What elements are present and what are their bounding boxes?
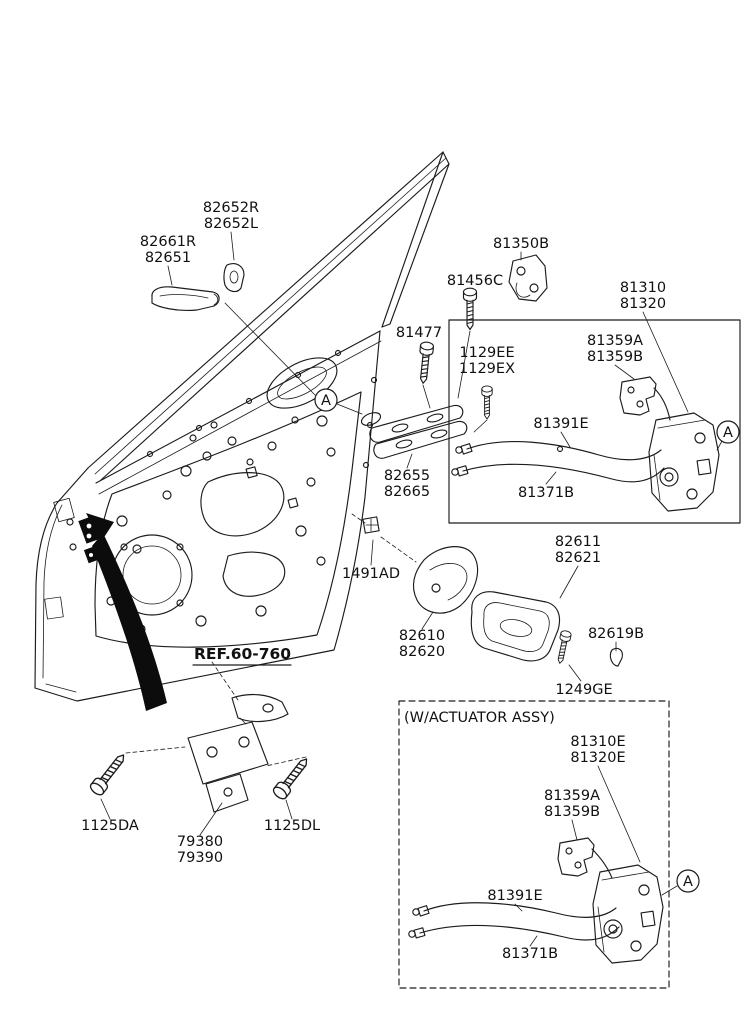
- striker: [508, 254, 548, 302]
- part-label-striker: 81350B: [493, 236, 549, 252]
- door-outline: [34, 151, 450, 702]
- part-labels: 82652R 82652L 82661R 82651 81350B 81456C…: [81, 200, 666, 962]
- part-label-actuator-latch-l: 81320E: [570, 750, 625, 766]
- ref-arrow: [86, 513, 167, 711]
- part-label-bezel-l: 82621: [555, 550, 601, 566]
- part-label-handle-r: 82661R: [140, 234, 196, 250]
- outside-handle: [151, 286, 220, 312]
- part-label-checker-r: 79380: [177, 834, 223, 850]
- detail-marker-a-door: A: [321, 393, 331, 409]
- part-label-inside-handle-r: 82610: [399, 628, 445, 644]
- leader-lines: [100, 231, 723, 947]
- part-label-hinge-bolt-a: 1125DA: [81, 818, 139, 834]
- part-label-striker-bolt: 81456C: [447, 273, 503, 289]
- hinge-bolt-left-icon: [87, 749, 131, 798]
- part-label-latch-bracket-a: 81359A: [587, 333, 643, 349]
- door-checker: [187, 693, 289, 813]
- part-label-handle-base-l: 82665: [384, 484, 430, 500]
- actuator-box-title: (W/ACTUATOR ASSY): [404, 710, 555, 726]
- inside-handle: [412, 546, 479, 614]
- part-label-latch-r: 81310: [620, 280, 666, 296]
- actuator-latch-assembly: [592, 864, 664, 964]
- part-label-grommet: 82619B: [588, 626, 644, 642]
- part-label-handle-cover-r: 82652R: [203, 200, 259, 216]
- ref-label: REF.60-760: [194, 645, 291, 663]
- part-label-base-bolt-ex: 1129EX: [459, 361, 515, 377]
- part-label-screw: 1249GE: [555, 682, 612, 698]
- part-label-latch-cable: 81371B: [518, 485, 574, 501]
- detail-marker-a-actuator: A: [683, 874, 693, 890]
- grommet: [609, 647, 623, 667]
- door-latch-mount-screws: [66, 518, 77, 551]
- part-label-handle-cover-l: 82652L: [204, 216, 258, 232]
- striker-bolt-icon: [462, 287, 478, 331]
- part-label-actuator-lock-cable: 81391E: [487, 888, 542, 904]
- detail-marker-circle: [314, 388, 338, 412]
- part-label-actuator-latch-cable: 81371B: [502, 946, 558, 962]
- actuator-box: [398, 700, 670, 989]
- handle-bolt-icon: [416, 340, 435, 385]
- lock-cables: [451, 441, 665, 483]
- part-label-latch-l: 81320: [620, 296, 666, 312]
- handle-base: [369, 404, 468, 459]
- actuator-latch-bracket: [557, 837, 613, 879]
- part-label-base-bolt-ee: 1129EE: [459, 345, 514, 361]
- part-label-latch-bracket-b: 81359B: [587, 349, 643, 365]
- clip-1491: [362, 516, 380, 534]
- actuator-lock-cables: [408, 902, 620, 941]
- base-bolt-icon: [481, 385, 493, 420]
- detail-marker-circle: [676, 869, 700, 893]
- part-label-handle: 82651: [145, 250, 191, 266]
- part-label-handle-base-r: 82655: [384, 468, 430, 484]
- hinge-bolt-right-icon: [270, 753, 314, 802]
- latch-detail-box: [448, 319, 741, 524]
- part-label-inside-handle-l: 82620: [399, 644, 445, 660]
- part-label-clip: 1491AD: [342, 566, 400, 582]
- part-label-actuator-latch-r: 81310E: [570, 734, 625, 750]
- outside-handle-cover: [223, 263, 245, 293]
- part-label-bezel-r: 82611: [555, 534, 601, 550]
- part-label-checker-l: 79390: [177, 850, 223, 866]
- detail-markers: A A A: [314, 388, 740, 893]
- part-label-lock-cable: 81391E: [533, 416, 588, 432]
- detail-marker-circle: [716, 420, 740, 444]
- screw-1249-icon: [554, 629, 573, 665]
- latch-bracket: [619, 376, 671, 421]
- latch-assembly: [648, 412, 720, 512]
- inside-handle-bezel: [470, 591, 561, 662]
- detail-marker-a-latch: A: [723, 425, 733, 441]
- door-inner-panel: [44, 349, 382, 648]
- part-label-actuator-bracket-a: 81359A: [544, 788, 600, 804]
- part-label-hinge-bolt-b: 1125DL: [264, 818, 320, 834]
- part-label-actuator-bracket-b: 81359B: [544, 804, 600, 820]
- part-label-handle-bolt: 81477: [396, 325, 442, 341]
